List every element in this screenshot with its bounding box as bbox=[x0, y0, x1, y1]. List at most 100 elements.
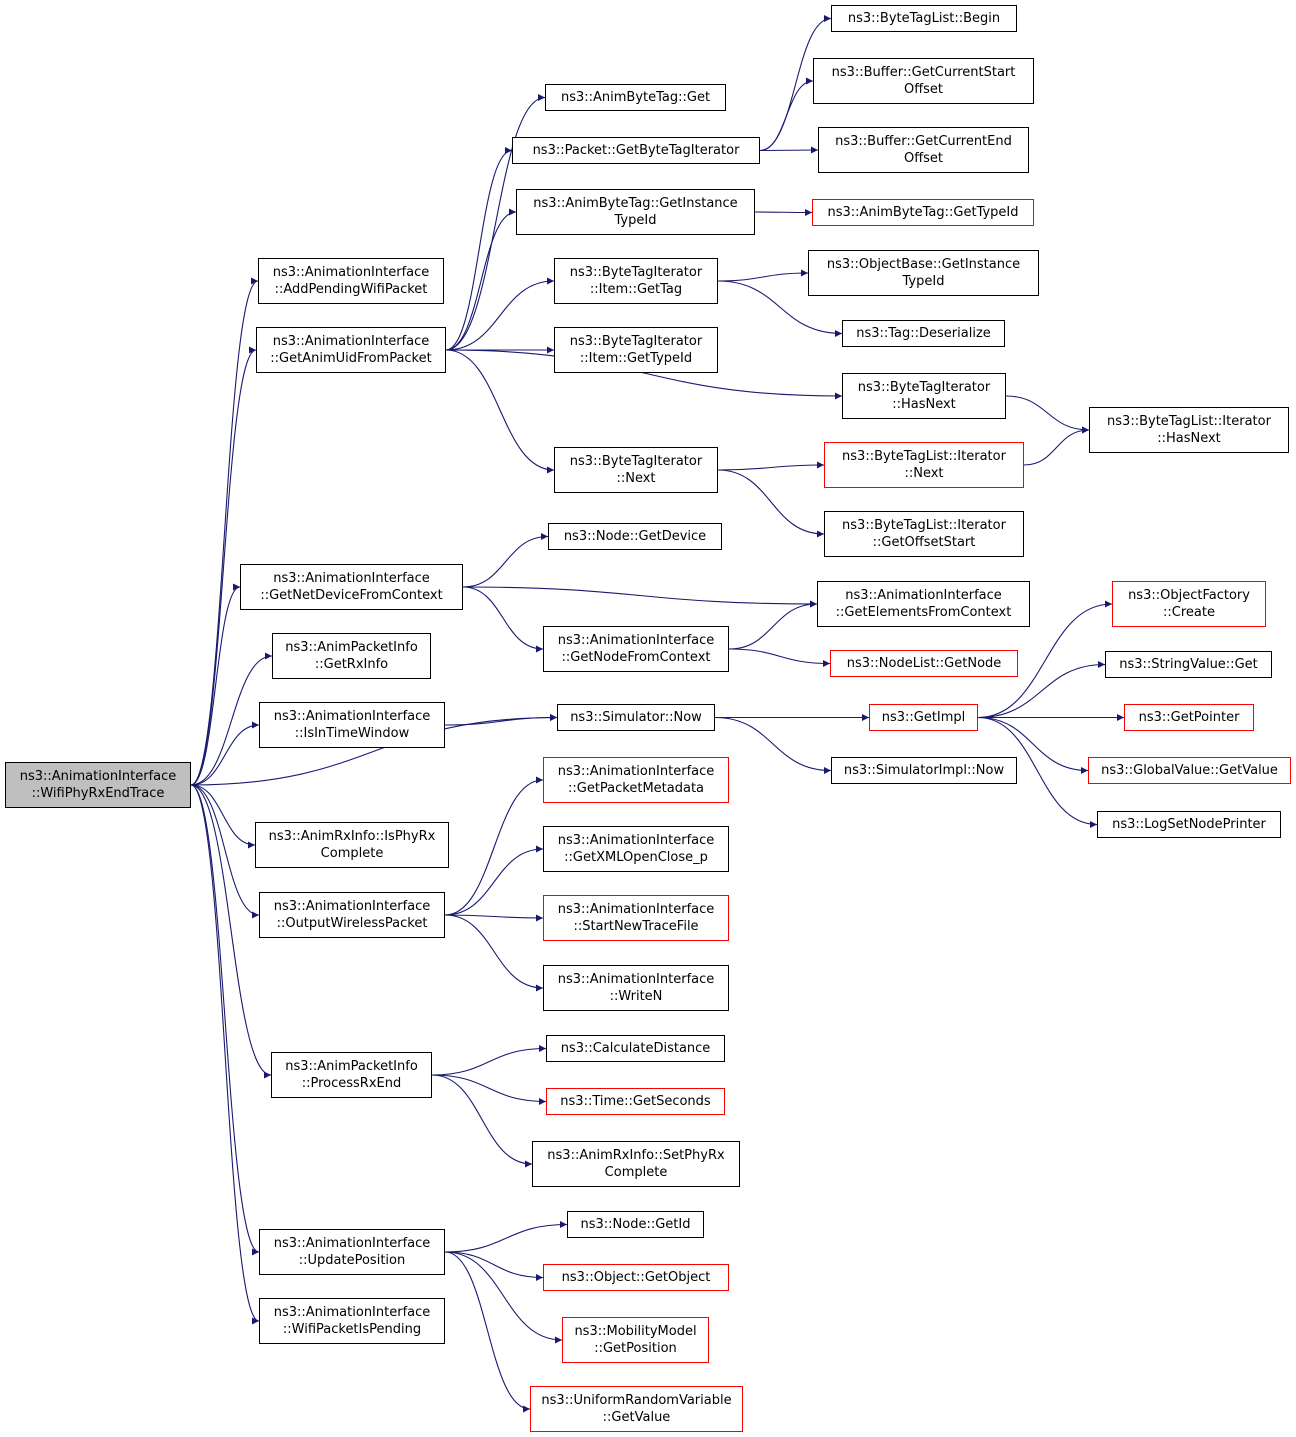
node-global-value-get[interactable]: ns3::GlobalValue::GetValue bbox=[1088, 757, 1291, 784]
call-edge-getImpl-to-stringValueGet bbox=[977, 661, 1106, 719]
node-get-node-from-ctx[interactable]: ns3::AnimationInterface::GetNodeFromCont… bbox=[543, 626, 729, 672]
call-edge-root-to-wifiPktIsPending bbox=[190, 784, 260, 1325]
call-edge-updatePosition-to-urvGetValue bbox=[444, 1251, 531, 1413]
node-update-position[interactable]: ns3::AnimationInterface::UpdatePosition bbox=[259, 1229, 445, 1275]
node-get-pointer[interactable]: ns3::GetPointer bbox=[1124, 704, 1254, 731]
node-label-line: ns3::ByteTagIterator bbox=[569, 334, 703, 349]
node-label-line: ns3::AnimRxInfo::SetPhyRx bbox=[547, 1148, 725, 1163]
node-label-line: ::Next bbox=[616, 471, 656, 486]
call-edge-getImpl-to-objFactoryCreate bbox=[977, 600, 1113, 719]
node-abt-get-type-id[interactable]: ns3::AnimByteTag::GetTypeId bbox=[812, 199, 1034, 226]
node-bti-has-next[interactable]: ns3::ByteTagIterator::HasNext bbox=[842, 373, 1006, 419]
node-add-pending-wifi[interactable]: ns3::AnimationInterface::AddPendingWifiP… bbox=[258, 258, 444, 304]
call-edge-root-to-getNetDevCtx bbox=[190, 583, 241, 786]
node-label-line: ns3::AnimationInterface bbox=[272, 265, 430, 280]
node-string-value-get[interactable]: ns3::StringValue::Get bbox=[1105, 651, 1272, 678]
node-btl-iter-next[interactable]: ns3::ByteTagList::Iterator::Next bbox=[824, 442, 1024, 488]
node-label-line: ns3::AnimPacketInfo bbox=[285, 640, 418, 655]
call-edge-root-to-simNow bbox=[190, 714, 558, 786]
node-item-get-type-id[interactable]: ns3::ByteTagIterator::Item::GetTypeId bbox=[554, 327, 718, 373]
call-edge-getAnimUid-to-animByteTagGet bbox=[445, 94, 546, 351]
node-time-get-seconds[interactable]: ns3::Time::GetSeconds bbox=[546, 1088, 725, 1115]
node-label-line: ::GetPacketMetadata bbox=[567, 781, 705, 796]
node-label-line: ns3::LogSetNodePrinter bbox=[1112, 817, 1266, 832]
node-label-line: Offset bbox=[903, 151, 944, 166]
node-process-rx-end[interactable]: ns3::AnimPacketInfo::ProcessRxEnd bbox=[271, 1052, 432, 1098]
node-node-list-get-node[interactable]: ns3::NodeList::GetNode bbox=[830, 650, 1018, 677]
node-wifi-pkt-is-pending[interactable]: ns3::AnimationInterface::WifiPacketIsPen… bbox=[259, 1298, 445, 1344]
node-label-line: ::IsInTimeWindow bbox=[294, 726, 410, 741]
node-btl-iter-has-next[interactable]: ns3::ByteTagList::Iterator::HasNext bbox=[1089, 407, 1289, 453]
node-label-line: ns3::AnimationInterface bbox=[557, 764, 715, 779]
call-edge-root-to-getRxInfo bbox=[190, 652, 273, 786]
node-obj-factory-create[interactable]: ns3::ObjectFactory::Create bbox=[1112, 581, 1266, 627]
node-label-line: ns3::AnimationInterface bbox=[273, 1305, 431, 1320]
call-edge-getByteTagIter-to-bufEndOffset bbox=[759, 146, 819, 154]
node-get-elem-from-ctx[interactable]: ns3::AnimationInterface::GetElementsFrom… bbox=[817, 581, 1030, 627]
call-edge-processRxEnd-to-calcDistance bbox=[431, 1045, 547, 1076]
node-label-line: ns3::AnimByteTag::Get bbox=[560, 90, 711, 105]
node-start-new-trace[interactable]: ns3::AnimationInterface::StartNewTraceFi… bbox=[543, 895, 729, 941]
node-label-line: ns3::AnimationInterface bbox=[19, 769, 177, 784]
call-edge-getNetDevCtx-to-nodeGetDevice bbox=[462, 533, 549, 588]
node-btl-begin[interactable]: ns3::ByteTagList::Begin bbox=[831, 5, 1017, 32]
call-edge-btiHasNext-to-btlIterHasNext bbox=[1005, 395, 1090, 434]
node-tag-deserialize[interactable]: ns3::Tag::Deserialize bbox=[842, 320, 1005, 347]
node-label-line: ns3::Tag::Deserialize bbox=[856, 326, 991, 341]
call-edge-getAnimUid-to-btiNext bbox=[445, 349, 555, 474]
call-edge-root-to-addPendingWifi bbox=[190, 277, 259, 786]
node-node-get-id[interactable]: ns3::Node::GetId bbox=[567, 1211, 704, 1238]
call-edge-getNetDevCtx-to-getNodeFromCtx bbox=[462, 586, 544, 653]
node-label-line: ns3::MobilityModel bbox=[574, 1324, 697, 1339]
node-node-get-device[interactable]: ns3::Node::GetDevice bbox=[548, 523, 722, 550]
call-edge-root-to-outputWireless bbox=[190, 784, 260, 919]
node-output-wireless[interactable]: ns3::AnimationInterface::OutputWirelessP… bbox=[259, 892, 445, 938]
node-get-impl[interactable]: ns3::GetImpl bbox=[869, 704, 978, 731]
node-anim-byte-tag-get[interactable]: ns3::AnimByteTag::Get bbox=[545, 84, 726, 111]
node-label-line: ::UpdatePosition bbox=[298, 1253, 406, 1268]
node-urv-get-value[interactable]: ns3::UniformRandomVariable::GetValue bbox=[530, 1386, 743, 1432]
node-get-xml-open[interactable]: ns3::AnimationInterface::GetXMLOpenClose… bbox=[543, 826, 729, 872]
node-mob-get-pos[interactable]: ns3::MobilityModel::GetPosition bbox=[562, 1317, 709, 1363]
node-label-line: ns3::AnimationInterface bbox=[845, 588, 1002, 603]
node-get-pkt-meta[interactable]: ns3::AnimationInterface::GetPacketMetada… bbox=[543, 757, 729, 803]
call-edge-updatePosition-to-objGetObject bbox=[444, 1251, 544, 1281]
node-write-n[interactable]: ns3::AnimationInterface::WriteN bbox=[543, 965, 729, 1011]
node-bti-next[interactable]: ns3::ByteTagIterator::Next bbox=[554, 447, 718, 493]
node-label-line: TypeId bbox=[902, 274, 945, 289]
node-label-line: ns3::NodeList::GetNode bbox=[846, 656, 1002, 671]
call-edge-root-to-isInTimeWindow bbox=[190, 721, 260, 786]
node-item-get-tag[interactable]: ns3::ByteTagIterator::Item::GetTag bbox=[554, 258, 718, 304]
node-get-byte-tag-iter[interactable]: ns3::Packet::GetByteTagIterator bbox=[512, 137, 760, 164]
node-label-line: ns3::Object::GetObject bbox=[561, 1270, 711, 1285]
call-edge-root-to-updatePosition bbox=[190, 784, 260, 1256]
node-log-set-node-printer[interactable]: ns3::LogSetNodePrinter bbox=[1097, 811, 1281, 838]
node-is-in-time-window[interactable]: ns3::AnimationInterface::IsInTimeWindow bbox=[259, 702, 445, 748]
node-label-line: ::OutputWirelessPacket bbox=[276, 916, 428, 931]
node-sim-impl-now[interactable]: ns3::SimulatorImpl::Now bbox=[831, 757, 1017, 784]
call-edge-getImpl-to-logSetNodePrinter bbox=[977, 716, 1098, 828]
call-edge-itemGetTag-to-objBaseInstTypeId bbox=[717, 269, 809, 282]
node-get-rx-info[interactable]: ns3::AnimPacketInfo::GetRxInfo bbox=[272, 633, 431, 679]
node-label-line: ns3::AnimationInterface bbox=[557, 972, 715, 987]
node-label-line: ::ProcessRxEnd bbox=[301, 1076, 402, 1091]
node-label-line: ns3::AnimPacketInfo bbox=[285, 1059, 418, 1074]
node-label-line: ns3::AnimationInterface bbox=[273, 899, 431, 914]
node-root[interactable]: ns3::AnimationInterface::WifiPhyRxEndTra… bbox=[5, 762, 191, 808]
node-label-line: ns3::AnimationInterface bbox=[557, 633, 715, 648]
node-calc-distance[interactable]: ns3::CalculateDistance bbox=[546, 1035, 725, 1062]
node-get-net-dev-ctx[interactable]: ns3::AnimationInterface::GetNetDeviceFro… bbox=[240, 564, 463, 610]
node-sim-now[interactable]: ns3::Simulator::Now bbox=[557, 704, 715, 731]
node-btl-iter-offset-start[interactable]: ns3::ByteTagList::Iterator::GetOffsetSta… bbox=[824, 511, 1024, 557]
node-label-line: ns3::ByteTagList::Iterator bbox=[1107, 414, 1271, 429]
node-get-anim-uid[interactable]: ns3::AnimationInterface::GetAnimUidFromP… bbox=[256, 327, 446, 373]
node-label-line: ::WriteN bbox=[609, 989, 663, 1004]
node-obj-get-object[interactable]: ns3::Object::GetObject bbox=[543, 1264, 729, 1291]
